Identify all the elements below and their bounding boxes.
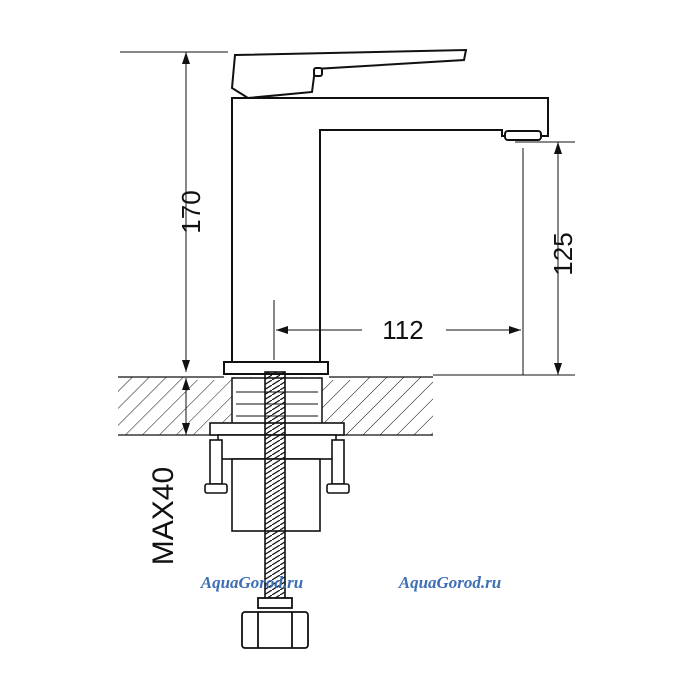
- watermark-left: AquaGorod.ru: [200, 573, 304, 592]
- threaded-stud: [264, 371, 286, 605]
- hose-connector: [241, 597, 309, 649]
- dimension-spout-reach: [273, 148, 524, 375]
- faucet-handle: [230, 48, 468, 100]
- dimension-total-height: [120, 51, 228, 372]
- dimension-spout-height: [433, 141, 575, 376]
- dimension-max40-label: MAX40: [147, 467, 180, 565]
- dimension-125-label: 125: [548, 232, 578, 275]
- dimension-170-label: 170: [176, 190, 206, 233]
- watermark-right: AquaGorod.ru: [398, 573, 502, 592]
- dimension-112-label: 112: [382, 315, 423, 345]
- dimension-max-thickness: [182, 378, 190, 435]
